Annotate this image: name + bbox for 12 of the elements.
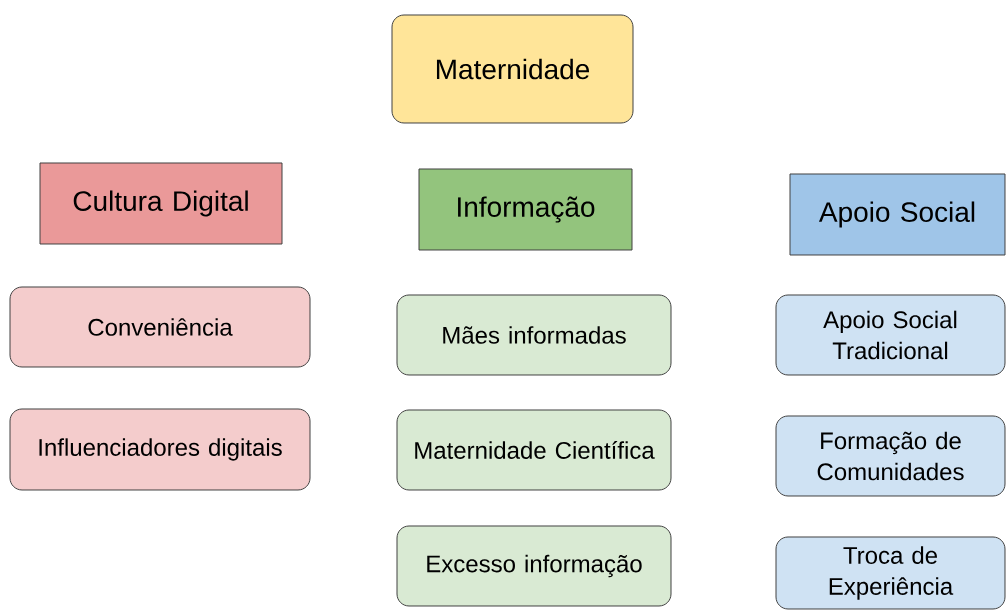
title-box: Maternidade xyxy=(391,14,634,124)
topic-box: Apoio Social Tradicional xyxy=(775,294,1006,376)
category-box: Apoio Social xyxy=(789,173,1006,256)
topic-box: Troca de Experiência xyxy=(775,536,1006,610)
topic-box: Influenciadores digitais xyxy=(9,408,311,491)
category-box: Cultura Digital xyxy=(39,162,283,245)
category-box: Informação xyxy=(418,168,633,251)
topic-box: Formação de Comunidades xyxy=(775,415,1006,497)
topic-box: Excesso informação xyxy=(396,525,672,607)
topic-box: Mães informadas xyxy=(396,294,672,376)
topic-box: Conveniência xyxy=(9,286,311,368)
topic-box: Maternidade Científica xyxy=(396,409,672,491)
